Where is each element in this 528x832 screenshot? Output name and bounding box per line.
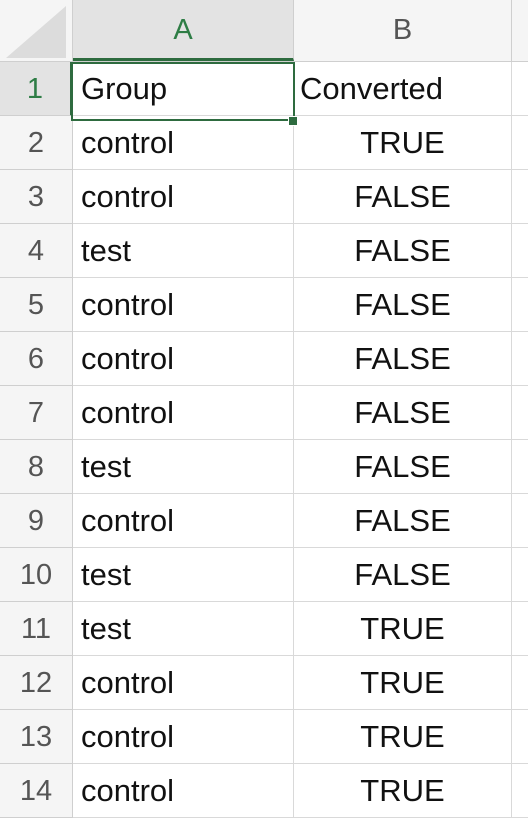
row-header[interactable]: 9 [0,494,73,548]
cell-converted[interactable]: FALSE [294,278,512,332]
cell-group[interactable]: control [73,278,294,332]
cell-column-c-partial[interactable] [512,332,528,386]
cell-column-c-partial[interactable] [512,224,528,278]
column-header-b[interactable]: B [294,0,512,61]
cell-group[interactable]: test [73,602,294,656]
cell-column-c-partial[interactable] [512,386,528,440]
row-header[interactable]: 4 [0,224,73,278]
cell-group[interactable]: control [73,764,294,818]
cell-column-c-partial[interactable] [512,116,528,170]
row-header[interactable]: 8 [0,440,73,494]
cell-column-c-partial[interactable] [512,602,528,656]
cell-column-c-partial[interactable] [512,494,528,548]
column-header-c-partial[interactable] [512,0,528,61]
cell-group[interactable]: test [73,224,294,278]
cell-group[interactable]: test [73,440,294,494]
cell-column-c-partial[interactable] [512,278,528,332]
cell-group[interactable]: control [73,656,294,710]
row-header[interactable]: 13 [0,710,73,764]
cell-column-c-partial[interactable] [512,548,528,602]
fill-handle[interactable] [288,116,298,126]
cell-group[interactable]: control [73,116,294,170]
column-header-a[interactable]: A [73,0,294,61]
row-header[interactable]: 11 [0,602,73,656]
cell-converted[interactable]: FALSE [294,224,512,278]
cell-column-c-partial[interactable] [512,764,528,818]
row-header[interactable]: 6 [0,332,73,386]
cell-column-c-partial[interactable] [512,440,528,494]
cell-converted[interactable]: TRUE [294,116,512,170]
cell-group[interactable]: control [73,494,294,548]
cell-column-c-partial[interactable] [512,170,528,224]
cell-converted[interactable]: FALSE [294,332,512,386]
row-header[interactable]: 14 [0,764,73,818]
select-all-corner[interactable] [0,0,73,61]
cell-column-c-partial[interactable] [512,710,528,764]
cell-group[interactable]: control [73,170,294,224]
cell-group[interactable]: Group [73,62,294,116]
row-header[interactable]: 2 [0,116,73,170]
select-all-triangle-icon [6,6,66,58]
cell-converted[interactable]: FALSE [294,440,512,494]
cell-group[interactable]: control [73,710,294,764]
cell-converted[interactable]: Converted [294,62,512,116]
cell-converted[interactable]: FALSE [294,494,512,548]
cell-converted[interactable]: TRUE [294,656,512,710]
cell-converted[interactable]: TRUE [294,602,512,656]
cell-group[interactable]: control [73,386,294,440]
row-header[interactable]: 10 [0,548,73,602]
cell-converted[interactable]: FALSE [294,548,512,602]
cell-converted[interactable]: FALSE [294,386,512,440]
row-header[interactable]: 5 [0,278,73,332]
cell-converted[interactable]: TRUE [294,764,512,818]
row-header[interactable]: 3 [0,170,73,224]
cell-group[interactable]: control [73,332,294,386]
column-header-row: A B [0,0,528,62]
cell-converted[interactable]: FALSE [294,170,512,224]
cell-column-c-partial[interactable] [512,62,528,116]
row-header[interactable]: 1 [0,62,73,116]
cell-column-c-partial[interactable] [512,656,528,710]
cell-converted[interactable]: TRUE [294,710,512,764]
row-header[interactable]: 12 [0,656,73,710]
cell-group[interactable]: test [73,548,294,602]
row-header[interactable]: 7 [0,386,73,440]
